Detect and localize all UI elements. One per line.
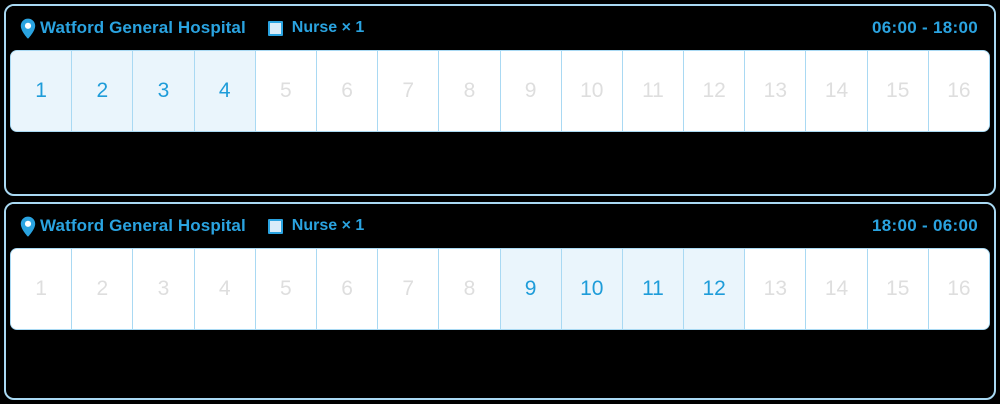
- map-pin-icon: [20, 216, 36, 237]
- slot-cell[interactable]: 6: [316, 249, 379, 329]
- shift-panel-night-shift: Watford General Hospital Nurse × 1 18:00 -…: [4, 202, 996, 400]
- role-group: Nurse × 1: [267, 217, 365, 235]
- shift-panel-day-shift: Watford General Hospital Nurse × 1 06:00 -…: [4, 4, 996, 196]
- shift-time-range: 18:00 - 06:00: [872, 216, 978, 235]
- slot-cell[interactable]: 5: [255, 249, 317, 329]
- slot-cell[interactable]: 8: [439, 51, 501, 131]
- map-pin-icon: [20, 18, 36, 39]
- slot-cell[interactable]: 4: [194, 249, 256, 329]
- site-name: Watford General Hospital: [40, 18, 246, 37]
- slot-cell[interactable]: 12: [684, 249, 746, 329]
- slot-cell[interactable]: 9: [500, 249, 562, 329]
- slot-cell[interactable]: 14: [806, 51, 868, 131]
- slot-cell[interactable]: 3: [133, 249, 195, 329]
- slot-cell[interactable]: 2: [72, 249, 134, 329]
- slot-cell[interactable]: 11: [622, 51, 685, 131]
- slot-cell[interactable]: 10: [561, 249, 623, 329]
- slot-cell[interactable]: 10: [561, 51, 623, 131]
- slot-cell[interactable]: 13: [745, 249, 807, 329]
- slot-cell[interactable]: 15: [867, 51, 929, 131]
- slot-cell[interactable]: 5: [255, 51, 317, 131]
- slot-cell[interactable]: 13: [745, 51, 807, 131]
- site-name: Watford General Hospital: [40, 216, 246, 235]
- slot-cell[interactable]: 11: [622, 249, 685, 329]
- role-checkbox[interactable]: [267, 20, 283, 36]
- role-label: Nurse × 1: [291, 19, 365, 36]
- role-checkbox[interactable]: [267, 218, 283, 234]
- slot-cell[interactable]: 1: [11, 51, 73, 131]
- slot-cell[interactable]: 8: [439, 249, 501, 329]
- panel-header: Watford General Hospital Nurse × 1 06:00 -…: [6, 6, 994, 50]
- panel-header: Watford General Hospital Nurse × 1 18:00 -…: [6, 204, 994, 248]
- slot-cell[interactable]: 14: [806, 249, 868, 329]
- slot-cell[interactable]: 4: [194, 51, 256, 131]
- slot-cell[interactable]: 6: [316, 51, 379, 131]
- slot-cell[interactable]: 12: [684, 51, 746, 131]
- slot-cell[interactable]: 2: [72, 51, 134, 131]
- slot-cell[interactable]: 7: [378, 51, 440, 131]
- shift-time-range: 06:00 - 18:00: [872, 18, 978, 37]
- slot-cell[interactable]: 1: [11, 249, 73, 329]
- slot-cell[interactable]: 16: [928, 51, 989, 131]
- role-group: Nurse × 1: [267, 19, 365, 37]
- slot-cell[interactable]: 7: [378, 249, 440, 329]
- role-label: Nurse × 1: [291, 217, 365, 234]
- slot-cell[interactable]: 3: [133, 51, 195, 131]
- slot-cell[interactable]: 15: [867, 249, 929, 329]
- slot-cell[interactable]: 16: [928, 249, 989, 329]
- slot-cell[interactable]: 9: [500, 51, 562, 131]
